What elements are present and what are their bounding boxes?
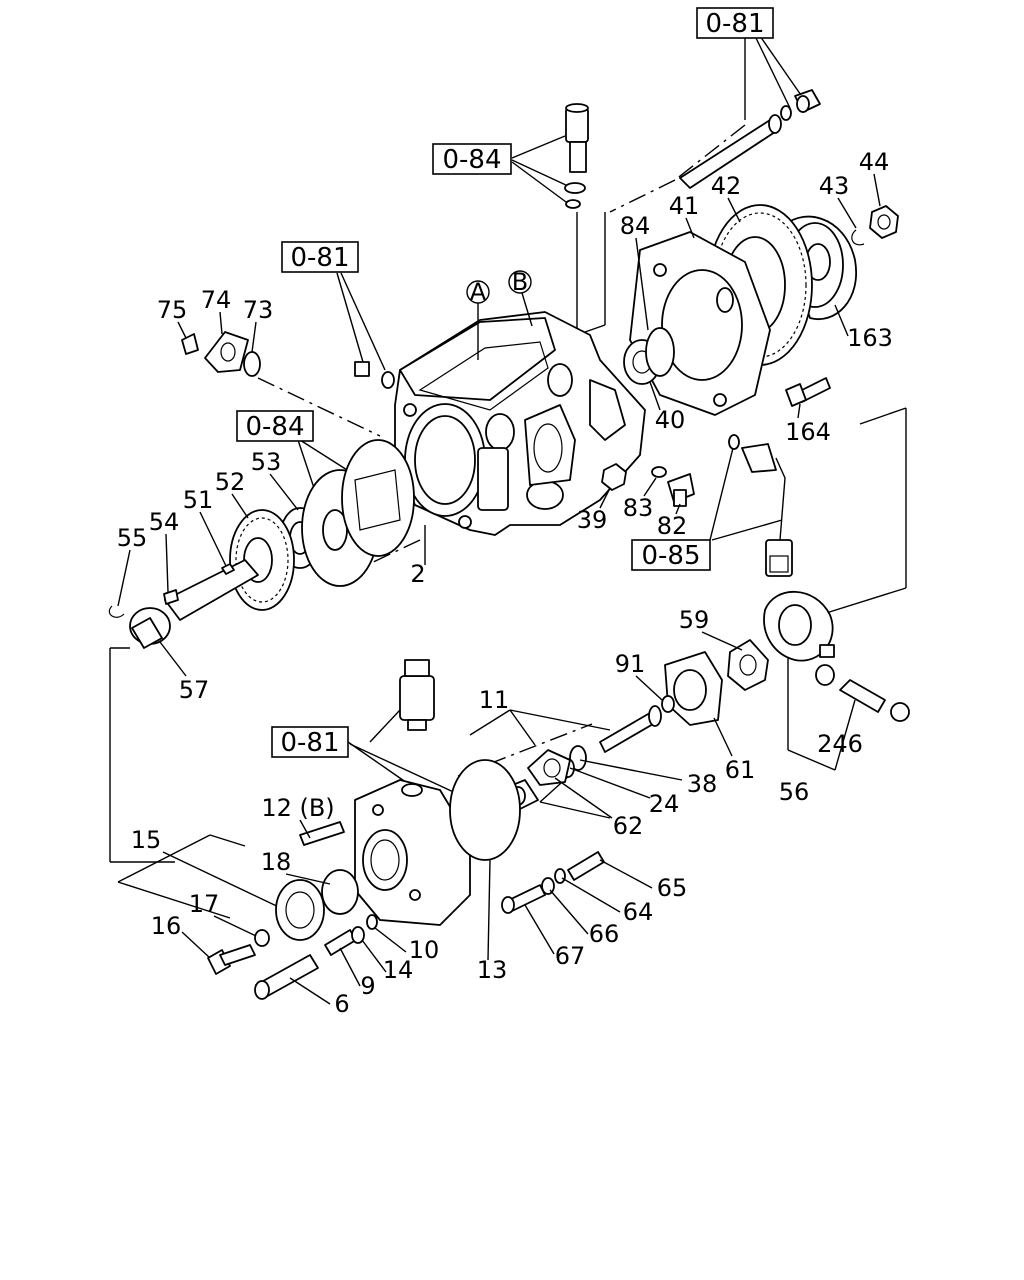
view-tag-b: B [508,268,533,327]
fitting-shaft-icon [679,89,821,189]
part-label: 24 [649,790,680,818]
cover-flange-icon [181,331,261,377]
part-label: 84 [620,212,651,240]
part-label: 73 [243,296,274,324]
reference-box-0-81-mid: 0-81 [281,241,359,273]
bearing-icon [623,327,675,385]
bolt-icon [207,944,256,975]
part-number-labels: 44 43 42 41 84 163 164 40 39 83 82 75 74… [117,148,893,1018]
screw-washer-icon [324,914,378,956]
reference-box-0-81-low: 0-81 [271,726,349,758]
part-label: 52 [215,468,246,496]
fitting-icon [254,954,319,1000]
bolt-icon [299,821,345,846]
part-label: 51 [183,486,214,514]
thrust-plates-icon [279,439,415,587]
shaft-icon [108,559,259,649]
part-label: 56 [779,778,810,806]
part-label: 54 [149,508,180,536]
part-label: 55 [117,524,148,552]
part-label: 59 [679,606,710,634]
part-label: 44 [859,148,890,176]
bolt-icon [785,377,831,407]
svg-text:B: B [512,268,528,296]
part-label: 57 [179,676,210,704]
part-label: 15 [131,826,162,854]
reference-box-0-84-mid: 0-84 [236,410,314,442]
fitting-icon [354,361,395,389]
svg-text:0-81: 0-81 [705,9,764,39]
part-label: 75 [157,296,188,324]
gear-icon [229,509,295,611]
part-label: 40 [655,406,686,434]
reference-box-0-81-top: 0-81 [696,7,774,39]
part-label: 83 [623,494,654,522]
part-label: 64 [623,898,654,926]
part-label: 74 [201,286,232,314]
part-label: 67 [555,942,586,970]
part-label: 14 [383,956,414,984]
part-label: 164 [785,418,831,446]
label-leaders [117,173,881,1005]
roller-ring-icon [763,590,910,722]
part-label: 61 [725,756,756,784]
svg-text:0-85: 0-85 [641,541,700,571]
part-label: 17 [189,890,220,918]
part-label: 66 [589,920,620,948]
distributor-head-icon [354,759,521,926]
solenoid-icon [399,659,435,731]
snap-ring-icon [851,229,865,246]
svg-text:A: A [470,278,487,306]
part-label: 6 [334,990,349,1018]
reference-box-0-85: 0-85 [631,539,711,571]
svg-text:0-81: 0-81 [280,728,339,758]
part-label: 18 [261,848,292,876]
part-label: 91 [615,650,646,678]
reference-box-0-84-top: 0-84 [432,143,512,175]
part-label: 42 [711,172,742,200]
svg-text:0-84: 0-84 [245,412,304,442]
injection-pump-housing-icon [394,311,646,536]
svg-text:0-84: 0-84 [442,145,501,175]
part-label: 62 [613,812,644,840]
leader-lines [109,35,907,919]
part-label: 9 [360,972,375,1000]
svg-text:0-81: 0-81 [290,243,349,273]
part-label: 65 [657,874,688,902]
part-label: 43 [819,172,850,200]
part-label: 41 [669,192,700,220]
view-tag-a: A [466,278,490,360]
coupling-icon [727,639,769,691]
cam-disk-icon [599,651,723,753]
delivery-valve-icon [564,103,589,209]
part-label: 53 [251,448,282,476]
fastener-set-icon [501,851,605,914]
part-label: 13 [477,956,508,984]
part-label: 16 [151,912,182,940]
connector-icon [728,434,793,577]
part-label: 11 [479,686,510,714]
part-label: 246 [817,730,863,758]
part-label: 163 [847,324,893,352]
part-label: 12 (B) [261,794,334,822]
small-fasteners-icon [601,463,695,507]
part-label: 2 [410,560,425,588]
part-label: 82 [657,512,688,540]
part-label: 10 [409,936,440,964]
nut-icon [869,205,899,239]
part-label: 38 [687,770,718,798]
overflow-valve-icon [254,869,359,947]
part-label: 39 [577,506,608,534]
